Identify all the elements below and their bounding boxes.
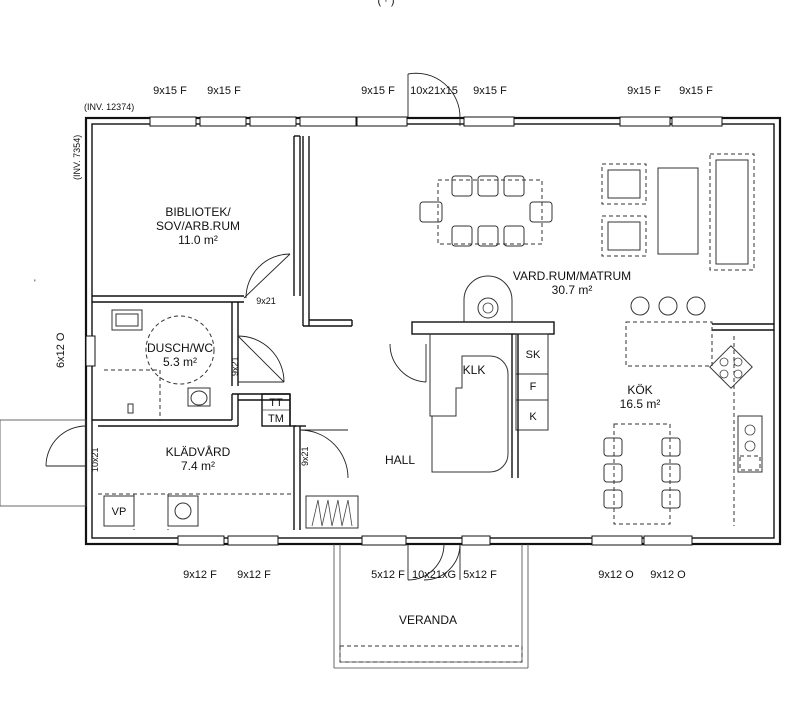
window-left: 6x12 O	[55, 332, 67, 368]
kladvard-door-label: 9x21	[300, 446, 310, 466]
window-bottom-1: 9x12 F	[183, 569, 217, 581]
bibliotek-area: 11.0 m²	[178, 233, 218, 247]
fixture-k: K	[529, 411, 537, 423]
kitchen-table	[603, 423, 681, 525]
entry-porch	[0, 419, 87, 507]
kitchen-island	[411, 321, 555, 478]
top-windows	[149, 116, 723, 127]
kladvard-area: 7.4 m²	[181, 459, 215, 473]
fixture-tm: TM	[268, 413, 284, 425]
window-top-door: 10x21x15	[410, 85, 458, 97]
kok-name: KÖK	[627, 383, 652, 397]
window-top-2: 9x15 F	[207, 85, 241, 97]
bottom-door	[407, 543, 461, 581]
window-top-3: 9x15 F	[361, 85, 395, 97]
interior-doors	[237, 253, 427, 479]
window-bottom-3: 5x12 F	[371, 569, 405, 581]
bibliotek-name-1: BIBLIOTEK/	[165, 205, 231, 219]
top-door	[407, 72, 461, 126]
dining-table	[419, 175, 553, 247]
bibliotek-door-label: 9x21	[256, 296, 276, 306]
dusch-fixtures	[104, 309, 215, 420]
kitchen-bar	[625, 296, 735, 526]
bibliotek-name-2: SOV/ARB.RUM	[156, 219, 240, 233]
window-bottom-door: 10x21xG	[412, 569, 456, 581]
dusch-door-label: 9x21	[230, 356, 240, 376]
fixture-sk: SK	[526, 349, 541, 361]
interior-walls	[92, 135, 774, 530]
fixture-vp: VP	[112, 506, 127, 518]
window-bottom-6: 9x12 O	[650, 569, 686, 581]
kok-area: 16.5 m²	[620, 397, 661, 411]
window-top-1: 9x15 F	[153, 85, 187, 97]
entry-door-label: 10x21	[90, 447, 100, 472]
vardrum-name: VARD.RUM/MATRUM	[513, 269, 631, 283]
veranda-name: VERANDA	[399, 613, 457, 627]
hall-name: HALL	[385, 453, 415, 467]
fireplace	[463, 275, 513, 322]
dusch-area: 5.3 m²	[163, 355, 197, 369]
bottom-windows	[177, 535, 693, 546]
top-mark: ( · )	[377, 0, 394, 7]
sofa-set	[601, 153, 755, 271]
hall-radiator	[305, 495, 359, 529]
window-bottom-5: 9x12 O	[598, 569, 634, 581]
left-window	[85, 335, 96, 367]
window-bottom-2: 9x12 F	[237, 569, 271, 581]
fixture-klk: KLK	[463, 363, 486, 377]
veranda	[333, 544, 529, 669]
fixture-tt: TT	[269, 397, 283, 409]
left-tick: '	[34, 278, 36, 288]
fixture-f: F	[530, 381, 537, 393]
outer-walls	[84, 116, 782, 546]
dusch-name: DUSCH/WC	[147, 341, 213, 355]
sink	[737, 415, 763, 473]
vardrum-area: 30.7 m²	[552, 283, 593, 297]
inv-side: (INV. 7354)	[72, 135, 82, 180]
window-top-6: 9x15 F	[679, 85, 713, 97]
kladvard-fixtures	[98, 493, 294, 530]
window-top-4: 9x15 F	[473, 85, 507, 97]
window-top-5: 9x15 F	[627, 85, 661, 97]
kladvard-name: KLÄDVÅRD	[166, 444, 231, 459]
window-bottom-4: 5x12 F	[463, 569, 497, 581]
stove	[709, 345, 753, 389]
inv-top: (INV. 12374)	[84, 102, 134, 112]
